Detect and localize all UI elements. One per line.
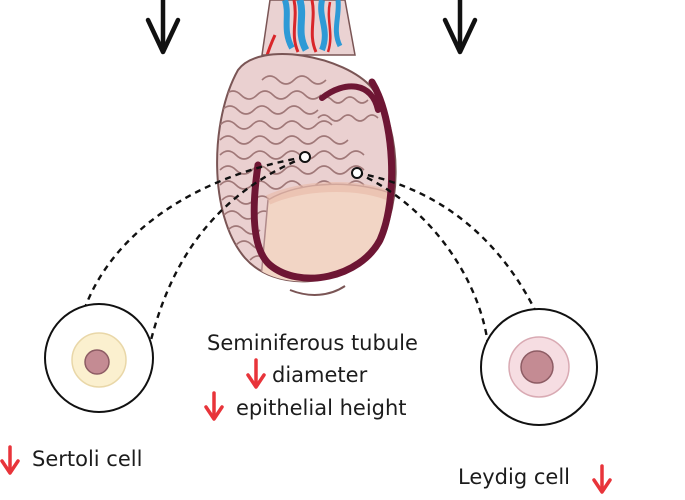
left-down-arrow-icon xyxy=(145,0,181,55)
tubule-sample-point xyxy=(299,151,311,163)
leydig-decrease-arrow-icon xyxy=(592,464,612,494)
epithelial-height-decrease-arrow-icon xyxy=(204,391,224,421)
testis xyxy=(216,53,397,296)
sertoli-cell-label: Sertoli cell xyxy=(32,447,143,471)
right-down-arrow-icon xyxy=(442,0,478,55)
interstitial-sample-point xyxy=(351,167,363,179)
sertoli-decrease-arrow-icon xyxy=(0,445,20,475)
sertoli-cell-magnified xyxy=(44,303,154,413)
epithelial-height-label: epithelial height xyxy=(236,396,407,420)
leydig-cell-magnified xyxy=(480,308,598,426)
leydig-cell-label: Leydig cell xyxy=(458,465,570,489)
diameter-decrease-arrow-icon xyxy=(246,358,266,389)
magnification-connectors xyxy=(80,155,538,353)
seminiferous-tubule-label: Seminiferous tubule xyxy=(207,331,418,355)
diameter-label: diameter xyxy=(272,363,368,387)
